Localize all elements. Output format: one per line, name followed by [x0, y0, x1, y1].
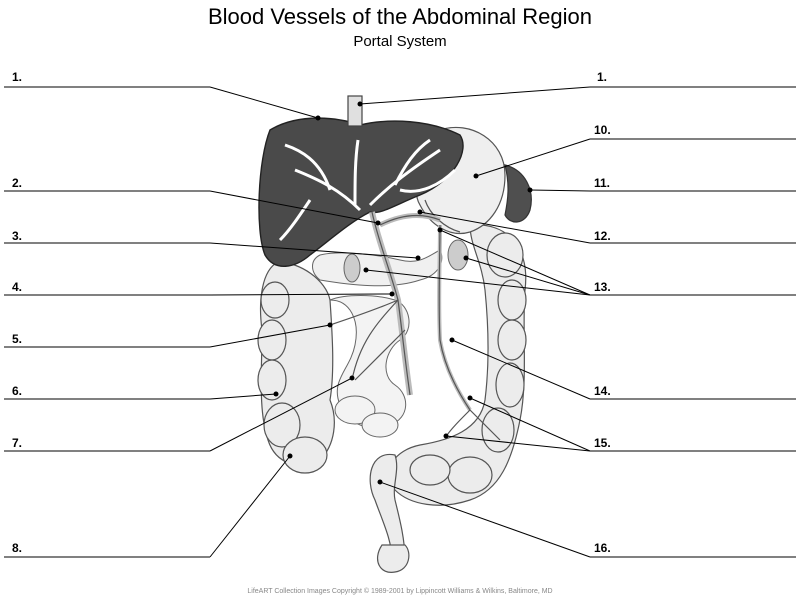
diagram-subtitle: Portal System: [353, 33, 447, 50]
leader-lines: [209, 86, 591, 558]
label-right-11: 11.: [594, 176, 611, 190]
label-left-7: 7.: [12, 436, 23, 450]
label-left-2: 2.: [12, 176, 23, 190]
diagram-title: Blood Vessels of the Abdominal Region: [207, 4, 593, 29]
spleen: [504, 164, 532, 223]
label-right-10: 10.: [594, 123, 611, 137]
label-right-1: 1.: [597, 70, 608, 84]
leader-dots: [273, 101, 533, 485]
portal-veins: [329, 211, 501, 441]
liver: [258, 117, 464, 267]
copyright-text: LifeART Collection Images Copyright © 19…: [247, 588, 553, 595]
label-left-8: 8.: [12, 541, 23, 555]
label-right-13: 13.: [594, 280, 611, 294]
label-right-14: 14.: [594, 384, 611, 398]
label-left-4: 4.: [12, 280, 23, 294]
label-left-5: 5.: [12, 332, 23, 346]
small-intestine: [329, 295, 410, 438]
label-right-12: 12.: [594, 229, 611, 243]
label-right-15: 15.: [594, 436, 611, 450]
label-left-3: 3.: [12, 229, 23, 243]
label-rules: [4, 86, 796, 558]
vena-cava: [347, 95, 363, 127]
label-right-16: 16.: [594, 541, 611, 555]
label-left-1: 1.: [12, 70, 23, 84]
label-left-6: 6.: [12, 384, 23, 398]
